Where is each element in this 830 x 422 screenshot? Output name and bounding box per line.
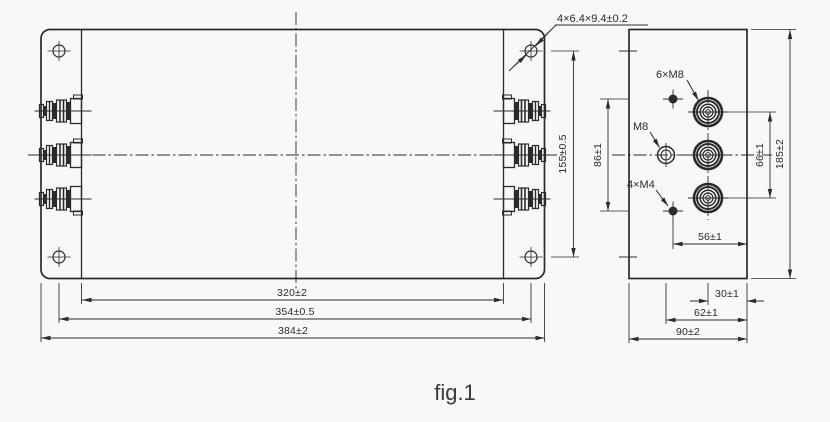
dim-185 <box>751 29 796 279</box>
slot-note: 4×6.4×9.4±0.2 <box>557 13 628 25</box>
terminal-stud-left-top <box>33 94 93 125</box>
dim-overall-height: 185±2 <box>774 139 786 169</box>
terminal-stud-right-top <box>492 94 552 125</box>
dim-terminal-spacing: 66±1 <box>754 143 766 167</box>
terminal-stud-right-bottom <box>492 185 552 216</box>
terminal-stud-left-middle <box>33 138 93 169</box>
terminal-stud-right-middle <box>492 138 552 169</box>
m8-center-hole <box>656 143 676 167</box>
dim-86 <box>600 98 628 212</box>
dim-56 <box>672 219 747 249</box>
front-extension-lines <box>40 283 545 342</box>
dim-66 <box>724 111 776 199</box>
figure-caption: fig.1 <box>434 380 476 405</box>
dim-m4-to-edge: 56±1 <box>698 231 722 243</box>
front-view: 4×6.4×9.4±0.2 155±0.5 320±2 354±0.5 384±… <box>28 12 648 342</box>
dim-hole-row-spacing: 155±0.5 <box>557 134 569 173</box>
dim-overall-width: 384±2 <box>278 325 308 337</box>
dim-overall-depth: 90±2 <box>676 326 700 338</box>
m4-hole-bottom <box>662 201 684 221</box>
dim-155 <box>551 50 579 258</box>
dim-body-width: 320±2 <box>277 287 307 299</box>
mounting-hole-bottom-left <box>46 246 72 268</box>
mounting-hole-bottom-right <box>518 246 544 268</box>
front-view-outline <box>40 28 546 280</box>
m4-hole-top <box>662 89 684 109</box>
leader-m8 <box>649 131 660 148</box>
dim-m4-spacing: 86±1 <box>592 143 604 167</box>
mounting-hole-top-left <box>46 40 72 62</box>
dim-hole-col-spacing: 354±0.5 <box>275 306 314 318</box>
terminal-stud-left-bottom <box>33 185 93 216</box>
side-view: 6×M8 M8 4×M4 86±1 66±1 185±2 <box>592 28 796 343</box>
label-terminal-studs: 6×M8 <box>656 69 684 81</box>
leader-6xm8 <box>686 79 699 101</box>
label-small-holes: 4×M4 <box>627 179 655 191</box>
slot-note-leader <box>508 24 648 72</box>
side-extension-lines <box>628 283 748 343</box>
leader-4xm4 <box>655 189 669 207</box>
dim-m8-to-edge: 62±1 <box>694 307 718 319</box>
label-center-hole: M8 <box>633 121 648 133</box>
dim-terminal-to-edge: 30±1 <box>715 288 739 300</box>
side-view-outline <box>628 28 748 280</box>
